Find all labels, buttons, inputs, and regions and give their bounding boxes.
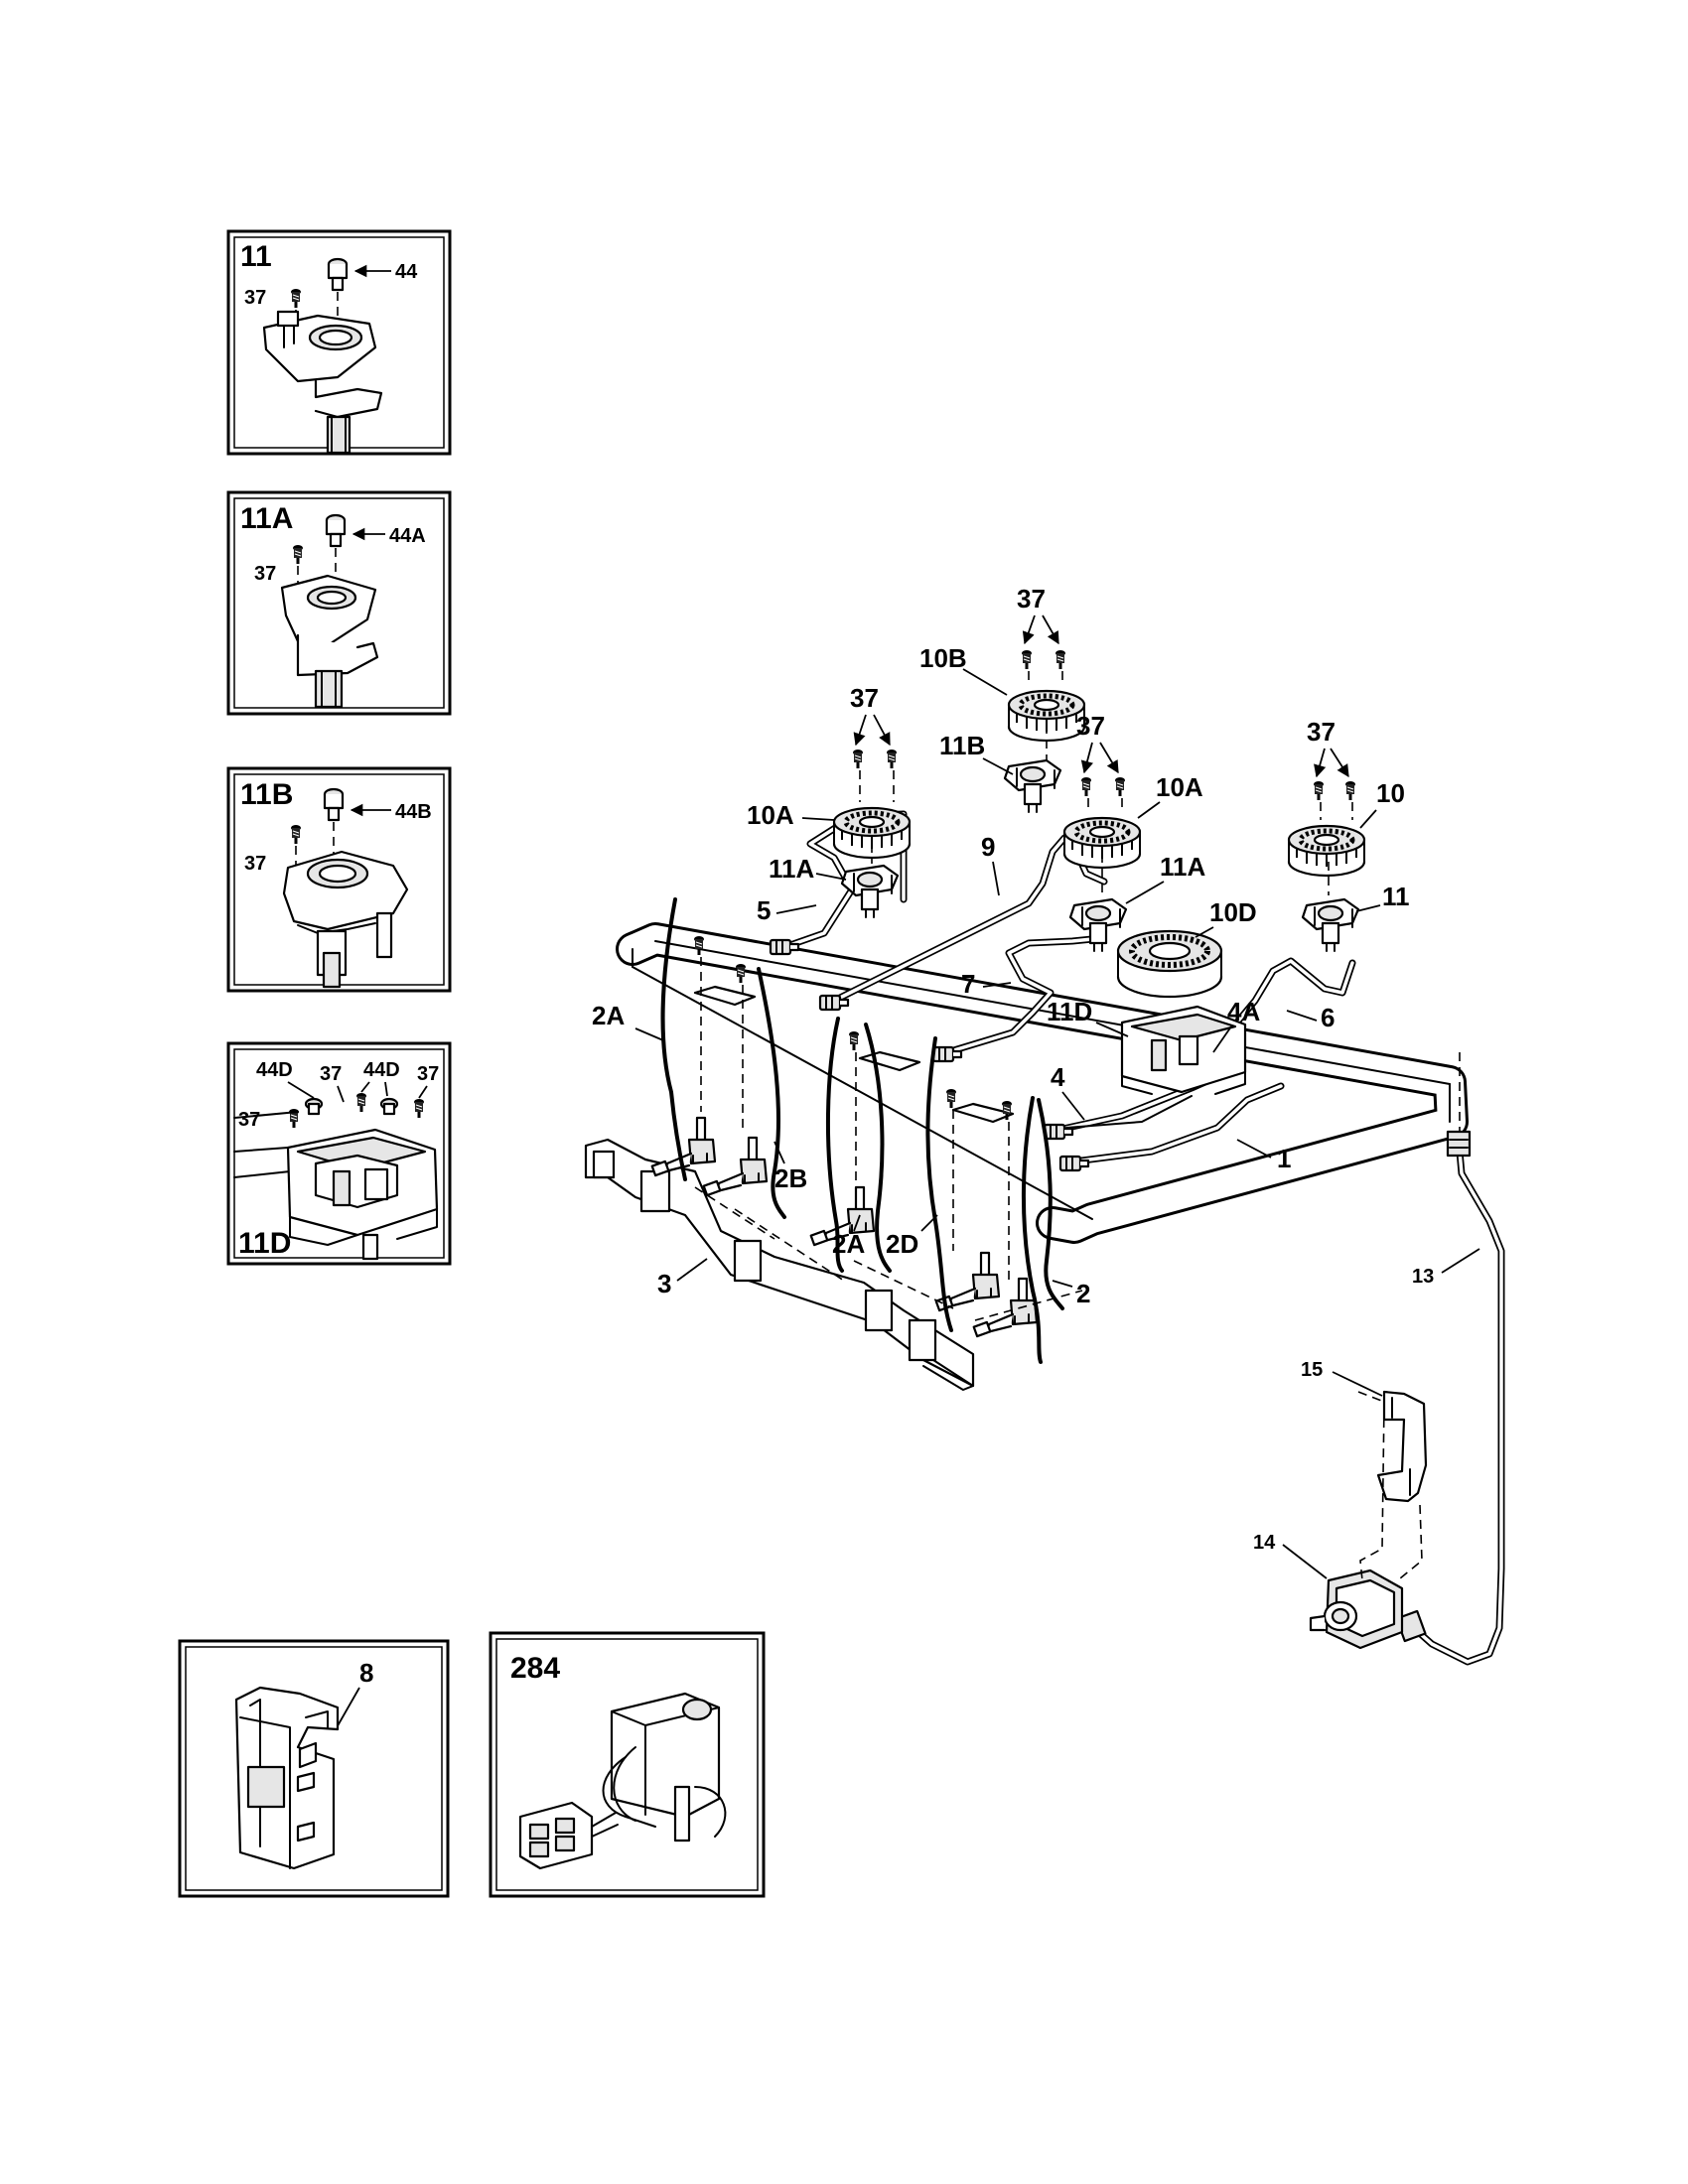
burner-base-11d-icon (286, 1128, 439, 1261)
burner-10d (1116, 929, 1223, 999)
callout-4a: 4A (1227, 997, 1260, 1026)
inset-11b: 11B 44B 37 (226, 766, 452, 993)
inset-284-title: 284 (510, 1652, 560, 1685)
callout-37-top: 37 (1017, 584, 1046, 614)
inset-11d-label-44d-left: 44D (256, 1059, 293, 1081)
callout-11b: 11B (939, 731, 985, 760)
callout-9: 9 (981, 832, 995, 862)
supply-tube-13 (1395, 1052, 1505, 1666)
callout-37-left: 37 (850, 683, 879, 713)
callout-10d: 10D (1209, 897, 1257, 927)
callout-2d: 2D (886, 1229, 918, 1259)
inset-11a: 11A 44A 37 (226, 490, 452, 716)
inset-11a-title: 11A (240, 502, 293, 535)
inset-11d-label-37-center: 37 (320, 1063, 342, 1085)
inset-11d: 11D 44D 37 44D 37 37 (226, 1041, 452, 1266)
cap-screw-44a-icon (325, 513, 347, 548)
inset-11d-label-37-left: 37 (238, 1109, 260, 1131)
burner-base-11a-icon (280, 574, 379, 709)
solenoid-valve-icon (518, 1692, 727, 1870)
callout-11a-right: 11A (1160, 852, 1205, 882)
manifold-pipe (616, 922, 1469, 1244)
burner-base-11b (1003, 758, 1062, 814)
callout-10a-right: 10A (1156, 772, 1203, 802)
bracket-15 (1376, 1390, 1428, 1503)
callout-2: 2 (1076, 1279, 1090, 1308)
inset-11d-title: 11D (238, 1227, 291, 1260)
callout-13: 13 (1412, 1266, 1434, 1288)
callout-6: 6 (1321, 1003, 1335, 1032)
inset-11a-label-37: 37 (254, 563, 276, 585)
callout-15: 15 (1301, 1359, 1323, 1381)
callout-1: 1 (1277, 1144, 1291, 1173)
burner-base-11b-icon (282, 850, 409, 989)
callout-2b: 2B (774, 1163, 807, 1193)
regulator-14 (1309, 1569, 1404, 1650)
callouts: 37 10B 37 11B 37 10A 37 10 10A 11A 11A 1… (592, 584, 1480, 1579)
front-bracket (584, 1138, 975, 1391)
inset-11d-label-37-right: 37 (417, 1063, 439, 1085)
inset-11b-title: 11B (240, 778, 293, 811)
burner-10 (1289, 826, 1364, 876)
main-assembly (584, 648, 1505, 1666)
cap-screw-44b-icon (323, 787, 345, 822)
callout-3: 3 (657, 1269, 671, 1298)
inset-11-label-44: 44 (395, 261, 418, 283)
callout-7: 7 (961, 969, 975, 999)
inset-11b-label-44b: 44B (395, 801, 432, 823)
callout-10: 10 (1376, 778, 1405, 808)
inset-11b-label-37: 37 (244, 853, 266, 875)
callout-4: 4 (1051, 1062, 1065, 1092)
callout-10b: 10B (919, 643, 967, 673)
callout-14: 14 (1253, 1532, 1276, 1554)
burner-base-11 (1301, 897, 1360, 953)
callout-5: 5 (757, 895, 771, 925)
callout-2a-center: 2A (832, 1229, 865, 1259)
callout-2a-left: 2A (592, 1001, 625, 1030)
callout-11a-left: 11A (769, 854, 814, 884)
burner-base-11-icon (262, 310, 383, 455)
callout-10a-left: 10A (747, 800, 794, 830)
callout-37-center: 37 (1076, 711, 1105, 741)
spark-module-icon (234, 1686, 340, 1870)
inset-8: 8 (178, 1639, 450, 1898)
inset-284: 284 (489, 1631, 766, 1898)
inset-8-title: 8 (359, 1658, 373, 1688)
inset-11-title: 11 (240, 240, 272, 273)
callout-11d: 11D (1047, 997, 1092, 1026)
inset-11a-label-44a: 44A (389, 525, 426, 547)
burner-base-11a-left (840, 864, 900, 919)
inset-11: 11 37 44 (226, 229, 452, 456)
inset-11-label-37: 37 (244, 287, 266, 309)
inset-11d-label-44d-right: 44D (363, 1059, 400, 1081)
callout-37-right: 37 (1307, 717, 1336, 747)
burner-base-11d (1120, 1005, 1247, 1095)
cap-screw-44-icon (327, 257, 349, 292)
callout-11: 11 (1382, 882, 1410, 911)
